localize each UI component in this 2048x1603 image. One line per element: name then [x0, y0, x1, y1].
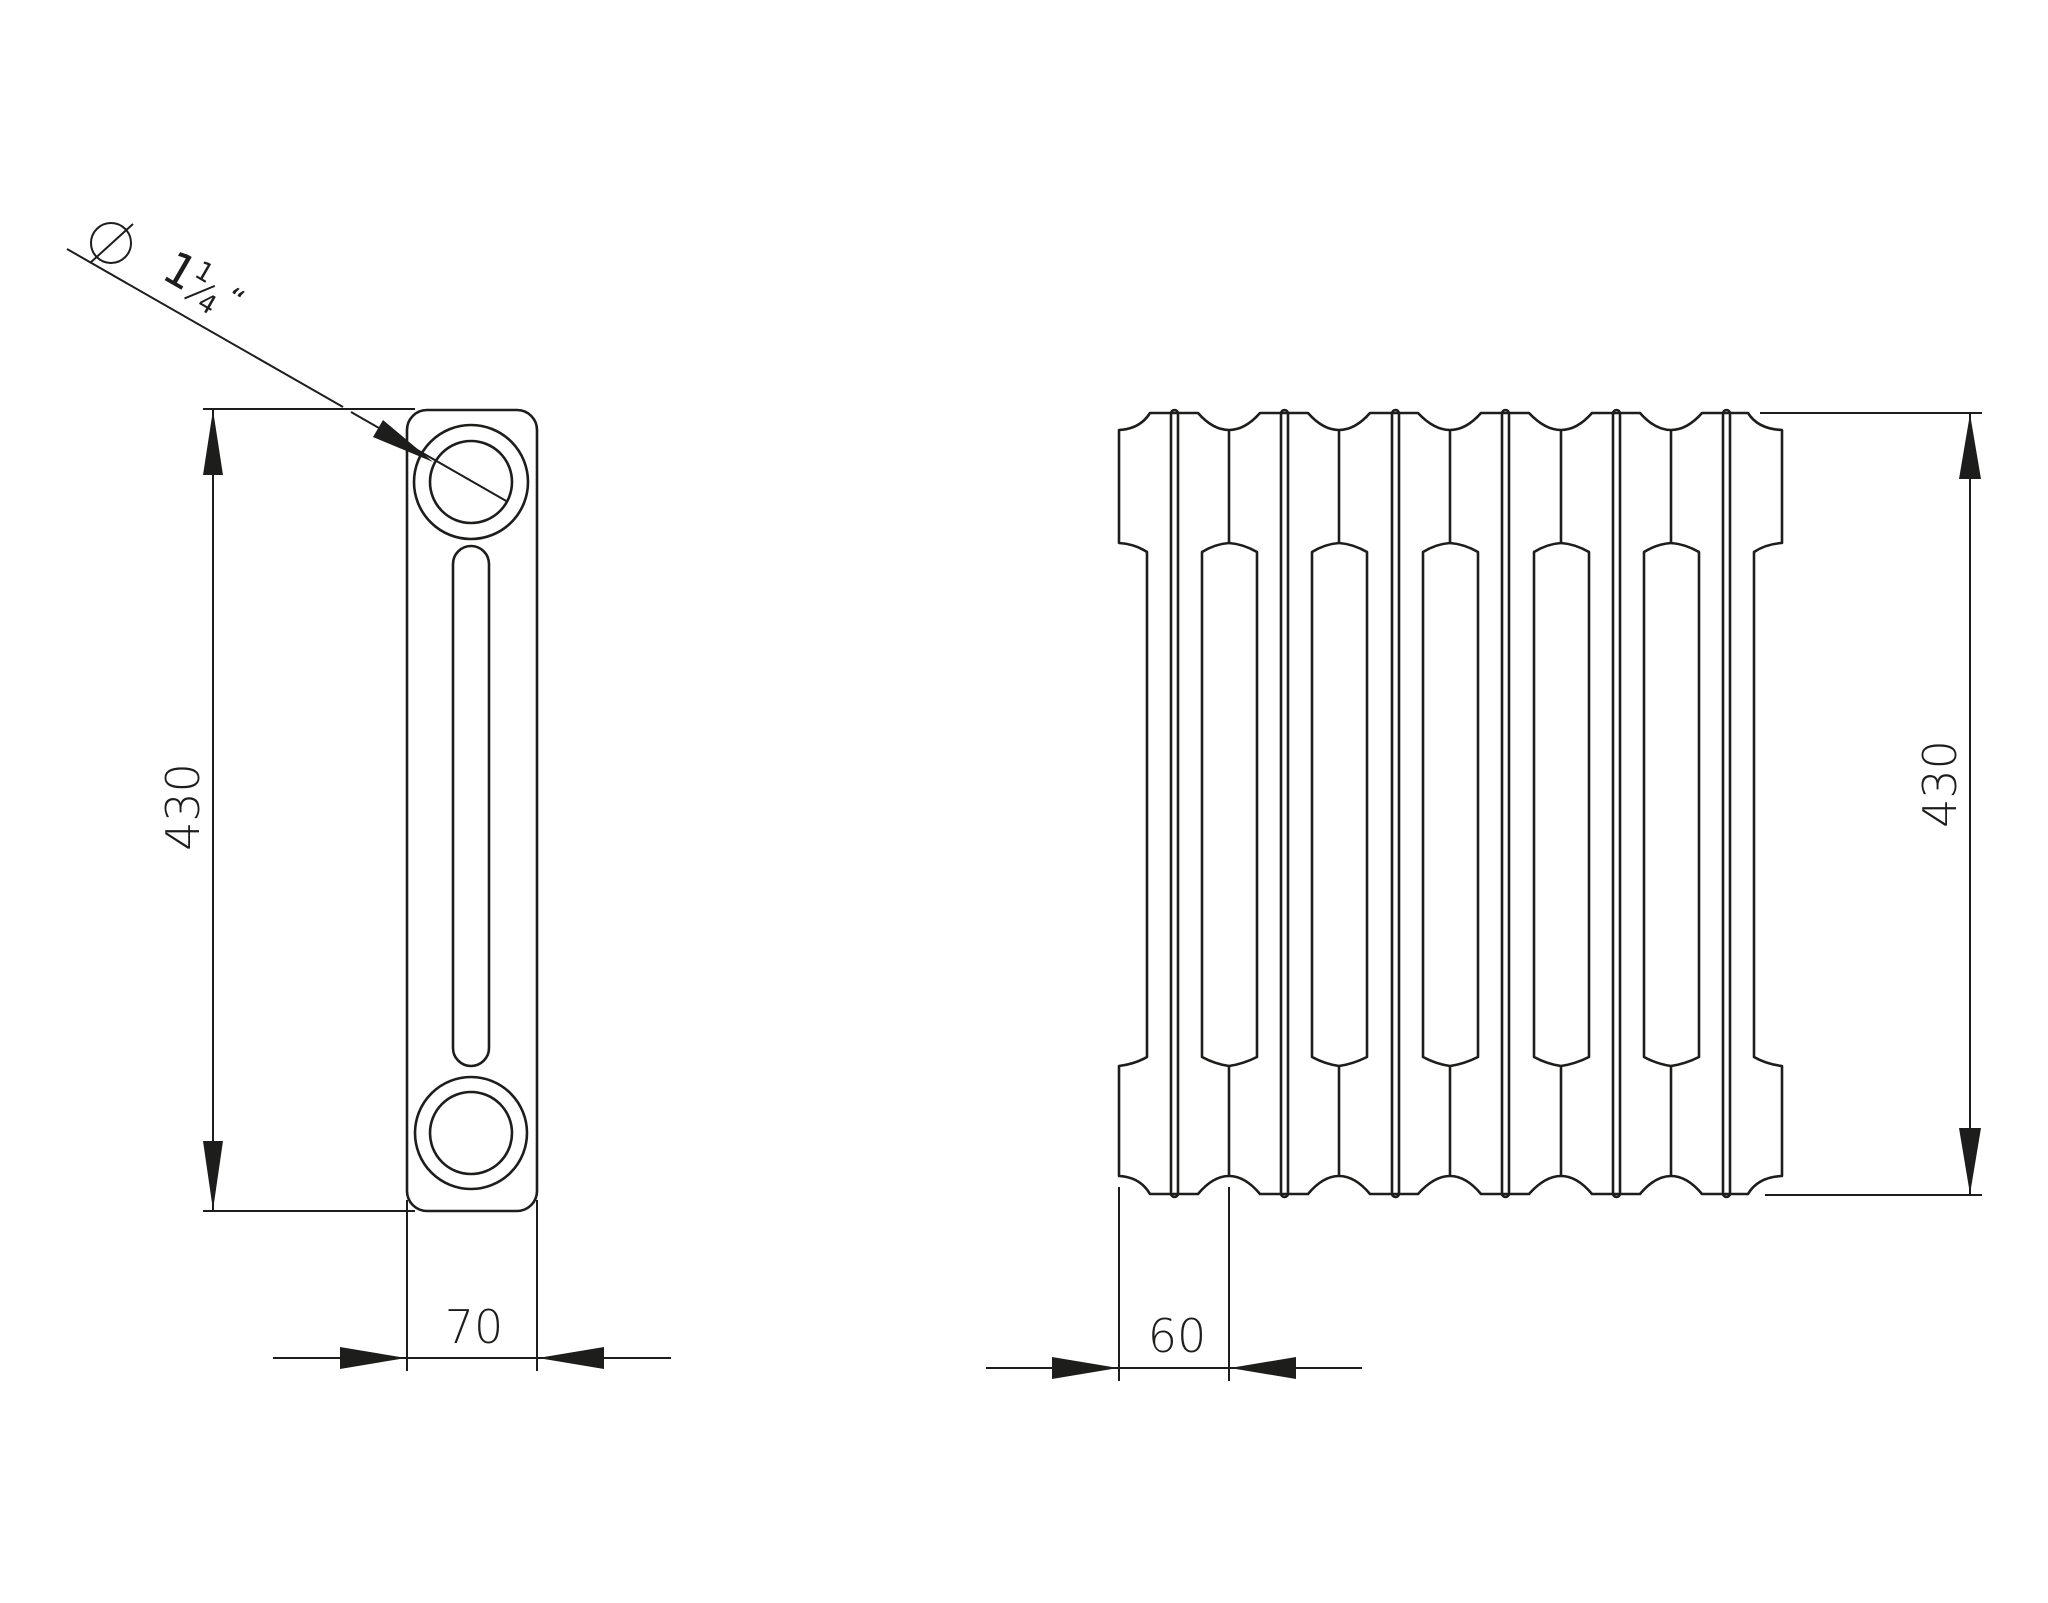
top-pipe-inner-ring — [428, 439, 514, 525]
side-depth-label: 70 — [445, 1300, 504, 1354]
window-5 — [1642, 541, 1701, 1068]
bottom-pipe-outer-ring — [413, 1075, 529, 1191]
depth-arrow-left-icon — [538, 1347, 604, 1369]
front-view: 430 60 — [986, 408, 1982, 1381]
section-width-label: 60 — [1148, 1309, 1207, 1363]
front-height-arrow-up-icon — [1959, 414, 1981, 479]
front-view-outline — [1117, 411, 1784, 1196]
front-height-label: 430 — [1913, 740, 1967, 828]
window-2 — [1310, 541, 1369, 1068]
section-joints — [1169, 408, 1732, 1199]
svg-text:4: 4 — [192, 287, 221, 321]
joint-2 — [1279, 408, 1290, 1199]
joint-1 — [1169, 408, 1180, 1199]
height-arrow-down-icon — [203, 1141, 223, 1210]
section-arrow-left-icon — [1230, 1357, 1296, 1379]
joint-5 — [1611, 408, 1622, 1199]
diameter-symbol-icon — [90, 222, 132, 264]
section-windows — [1200, 430, 1701, 1176]
window-1 — [1200, 541, 1259, 1068]
side-view-slot — [451, 544, 491, 1068]
joint-4 — [1500, 408, 1511, 1199]
depth-arrow-right-icon — [340, 1347, 406, 1369]
joint-3 — [1390, 408, 1401, 1199]
diameter-symbol-slash — [89, 223, 134, 264]
window-3 — [1421, 541, 1480, 1068]
window-4 — [1532, 541, 1591, 1068]
side-view: 430 70 1 1 4 “ — [66, 222, 671, 1371]
diameter-leader-line-inner — [350, 411, 509, 503]
height-arrow-up-icon — [203, 410, 223, 475]
pipe-diameter-label: 1 1 4 “ — [89, 222, 250, 322]
diameter-leader-line — [66, 248, 344, 408]
front-height-arrow-down-icon — [1959, 1128, 1981, 1194]
svg-text:“: “ — [219, 281, 250, 319]
top-pipe-outer-ring — [412, 423, 530, 541]
section-arrow-right-icon — [1052, 1357, 1118, 1379]
diameter-fraction: 1 1 4 “ — [154, 240, 250, 322]
side-view-body — [405, 408, 539, 1213]
diameter-arrow-icon — [373, 420, 433, 462]
joint-6 — [1721, 408, 1732, 1199]
side-height-label: 430 — [156, 763, 210, 851]
bottom-pipe-inner-ring — [428, 1090, 514, 1176]
